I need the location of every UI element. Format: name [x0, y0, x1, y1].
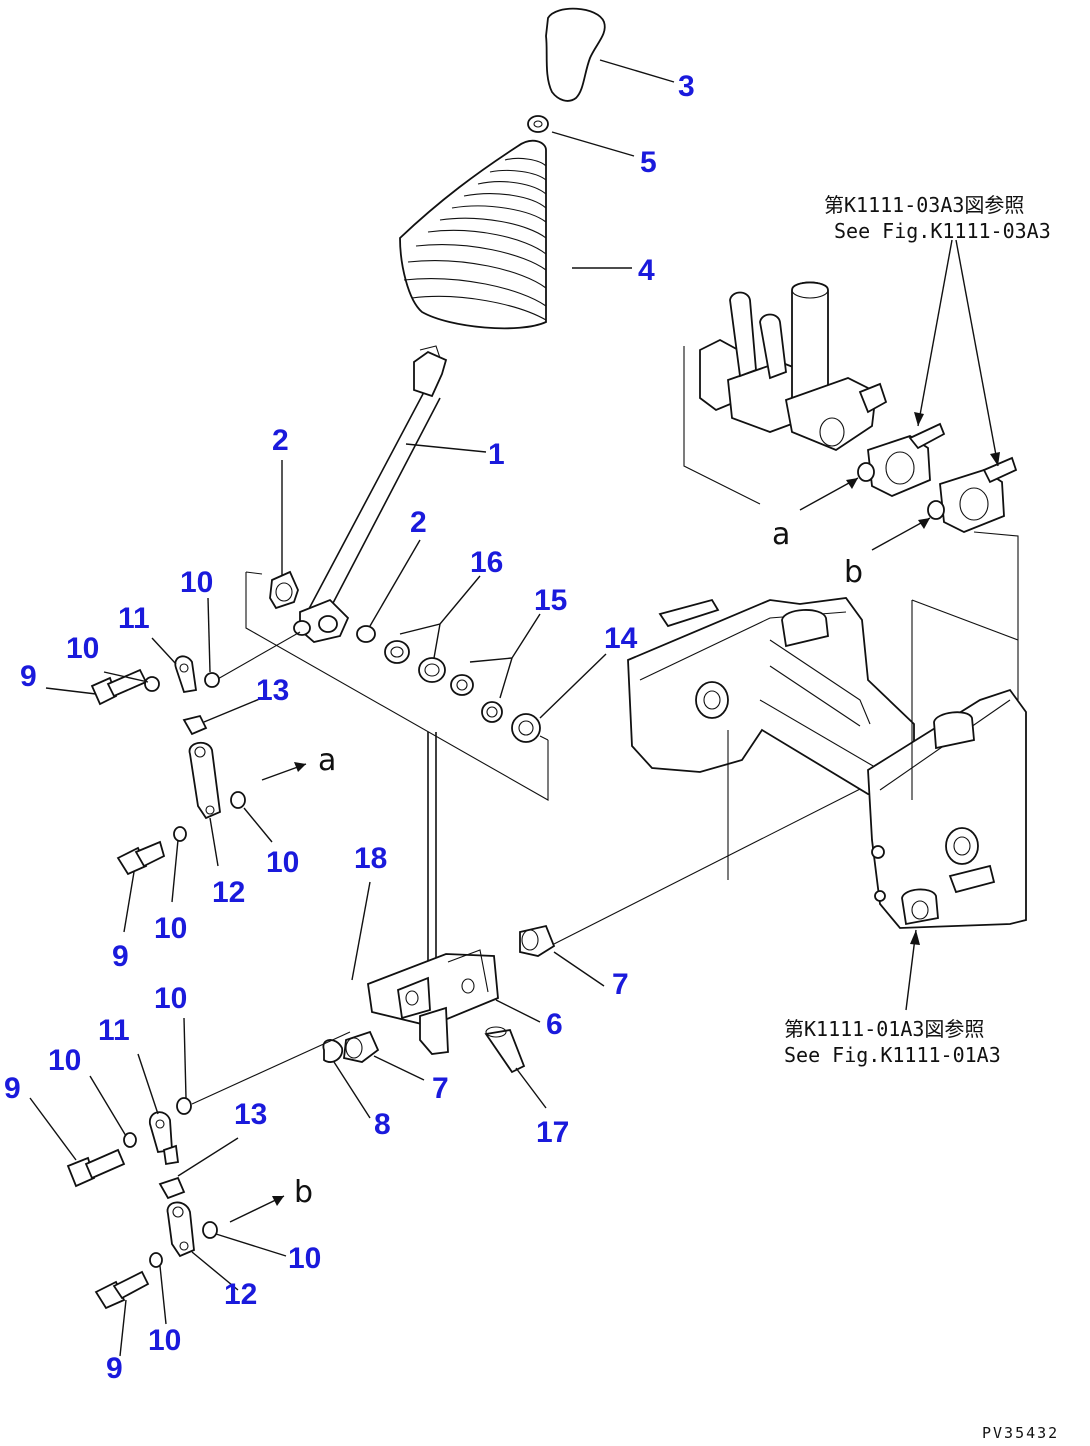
knob-part — [545, 7, 606, 102]
callout-13: 13 — [234, 1098, 267, 1131]
callout-18: 18 — [354, 842, 387, 875]
nut-part — [527, 115, 549, 133]
callout-1: 1 — [488, 438, 505, 471]
lever-part — [293, 345, 448, 643]
view-arrows-left — [229, 762, 307, 1223]
view-letter-a: a — [772, 517, 790, 552]
link-rod — [427, 732, 437, 1000]
callout-10: 10 — [180, 566, 213, 599]
callout-12: 12 — [224, 1278, 257, 1311]
control-frame-reference — [627, 597, 1027, 1011]
view-letter-a-left: a — [318, 743, 336, 778]
figure-references: 第K1111-03A3図参照 See Fig.K1111-03A3 第K1111… — [784, 193, 1051, 1067]
callout-13: 13 — [256, 674, 289, 707]
reference-bottom-en: See Fig.K1111-01A3 — [784, 1043, 1001, 1067]
callout-10: 10 — [266, 846, 299, 879]
callout-9: 9 — [106, 1352, 123, 1385]
callout-17: 17 — [536, 1116, 569, 1149]
reference-top-en: See Fig.K1111-03A3 — [834, 219, 1051, 243]
valve-assembly-reference — [683, 239, 1019, 700]
callout-10: 10 — [154, 912, 187, 945]
callout-10: 10 — [66, 632, 99, 665]
pin-part — [484, 1026, 526, 1074]
view-letter-b: b — [844, 555, 863, 590]
callout-3: 3 — [678, 70, 695, 103]
callout-6: 6 — [546, 1008, 563, 1041]
callout-10: 10 — [154, 982, 187, 1015]
callout-9: 9 — [4, 1072, 21, 1105]
leader-lines — [29, 59, 675, 1357]
lower-hardware-group — [66, 1097, 218, 1310]
callout-16: 16 — [470, 546, 503, 579]
view-letters: a b a b — [294, 517, 863, 1210]
drawing-code: PV35432 — [982, 1424, 1059, 1442]
washer-stack-plate — [245, 570, 549, 801]
callout-10: 10 — [148, 1324, 181, 1357]
clip-part — [322, 1039, 344, 1063]
callout-15: 15 — [534, 584, 567, 617]
callout-7-left: 7 — [432, 1072, 449, 1105]
callout-labels: 3 5 4 1 2 2 16 15 14 10 11 10 9 13 10 12… — [4, 70, 695, 1385]
boot-part — [399, 139, 547, 330]
callout-14: 14 — [604, 622, 638, 655]
callout-8: 8 — [374, 1108, 391, 1141]
reference-top-jp: 第K1111-03A3図参照 — [824, 193, 1024, 217]
washer-row — [356, 625, 541, 743]
callout-9: 9 — [20, 660, 37, 693]
bracket-part — [367, 949, 499, 1055]
callout-11: 11 — [98, 1014, 130, 1047]
callout-10: 10 — [288, 1242, 321, 1275]
callout-2-upper: 2 — [272, 424, 289, 457]
reference-bottom-jp: 第K1111-01A3図参照 — [784, 1017, 984, 1041]
callout-10: 10 — [48, 1044, 81, 1077]
upper-hardware-group — [90, 655, 246, 876]
callout-2-lower: 2 — [410, 506, 427, 539]
callout-12: 12 — [212, 876, 245, 909]
view-letter-b-left: b — [294, 1175, 313, 1210]
bushing-part — [343, 924, 556, 1063]
callout-5: 5 — [640, 146, 657, 179]
callout-4: 4 — [638, 254, 655, 287]
callout-9: 9 — [112, 940, 129, 973]
callout-11: 11 — [118, 602, 150, 635]
callout-7-right: 7 — [612, 968, 629, 1001]
linkage-lines — [191, 631, 871, 1105]
